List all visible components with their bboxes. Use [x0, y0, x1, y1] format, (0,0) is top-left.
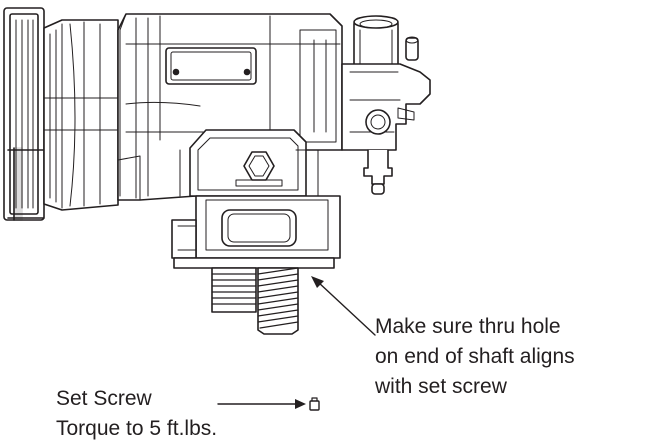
mount-block — [171, 129, 341, 269]
flange-plate — [3, 7, 45, 221]
adapter-housing — [43, 19, 119, 211]
shaft-note-line-2: on end of shaft aligns — [375, 345, 575, 368]
set-screw-arrow — [217, 399, 306, 409]
drive-shaft — [211, 267, 299, 335]
shaft-note-line-1: Make sure thru hole — [375, 315, 561, 338]
set-screw-note-line-2: Torque to 5 ft.lbs. — [56, 417, 218, 440]
shaft-note-line-3: with set screw — [375, 375, 507, 398]
shaft-alignment-note: Make sure thru hole on end of shaft alig… — [375, 312, 575, 402]
valve-assembly — [341, 15, 431, 195]
set-screw-note: Set Screw Torque to 5 ft.lbs. — [56, 384, 217, 444]
shaft-leader — [311, 276, 376, 336]
set-screw-note-line-1: Set Screw — [56, 387, 152, 410]
set-screw-icon — [309, 397, 320, 411]
